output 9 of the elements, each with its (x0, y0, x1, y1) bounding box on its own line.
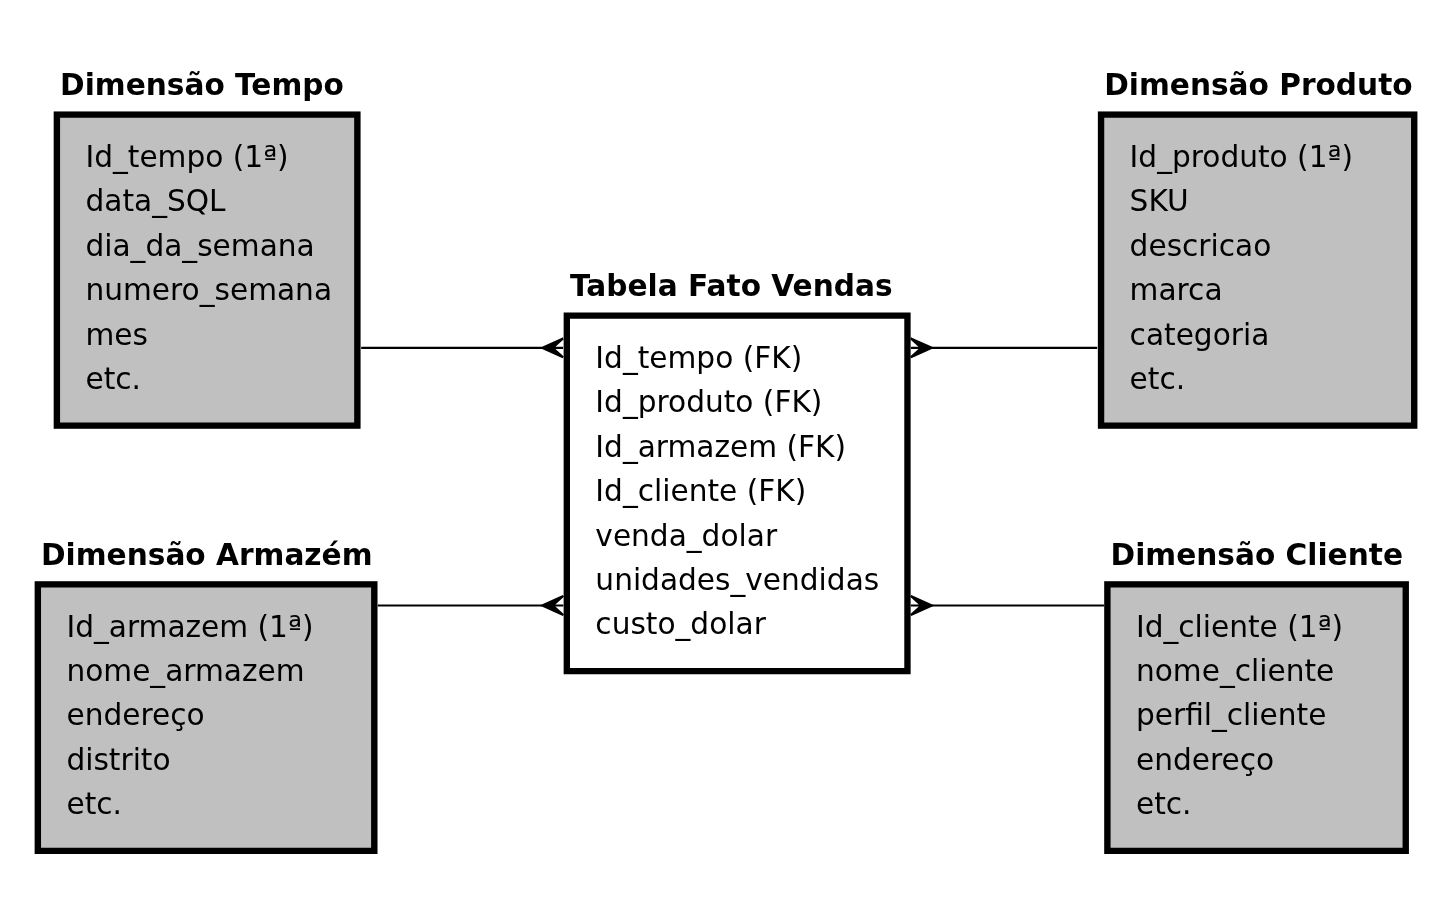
connector (377, 594, 564, 616)
node-label: Dimensão Cliente (1110, 537, 1403, 572)
connector (909, 336, 1097, 358)
node-label: Dimensão Produto (1103, 67, 1413, 102)
connector (909, 594, 1104, 616)
node-label: Dimensão Armazém (40, 537, 373, 572)
node-label: Tabela Fato Vendas (569, 268, 893, 303)
node-label: Dimensão Tempo (59, 67, 344, 102)
connector (360, 336, 564, 358)
